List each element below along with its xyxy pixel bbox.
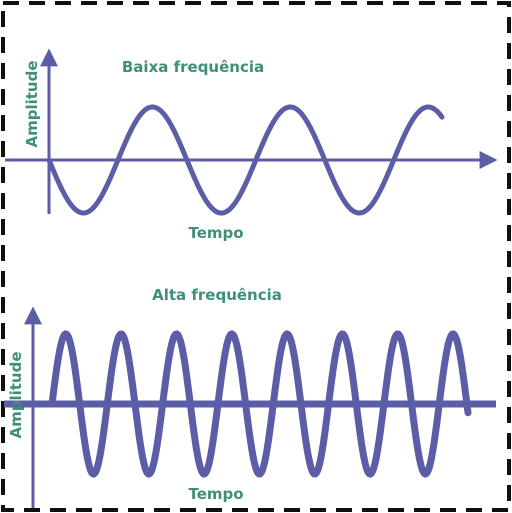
low-frequency-wave bbox=[46, 104, 445, 216]
bottom-panel-title: Alta frequência bbox=[152, 286, 282, 304]
top-x-axis-label: Tempo bbox=[188, 224, 243, 242]
top-y-axis-label: Amplitude bbox=[23, 60, 41, 147]
high-frequency-panel: Alta frequência Tempo Amplitude bbox=[4, 286, 496, 508]
top-panel-title: Baixa frequência bbox=[122, 58, 264, 76]
low-frequency-panel: Baixa frequência Tempo Amplitude bbox=[5, 48, 498, 242]
bottom-y-axis-label: Amplitude bbox=[7, 351, 25, 438]
bottom-x-axis-label: Tempo bbox=[188, 485, 243, 503]
high-frequency-wave bbox=[48, 330, 472, 478]
